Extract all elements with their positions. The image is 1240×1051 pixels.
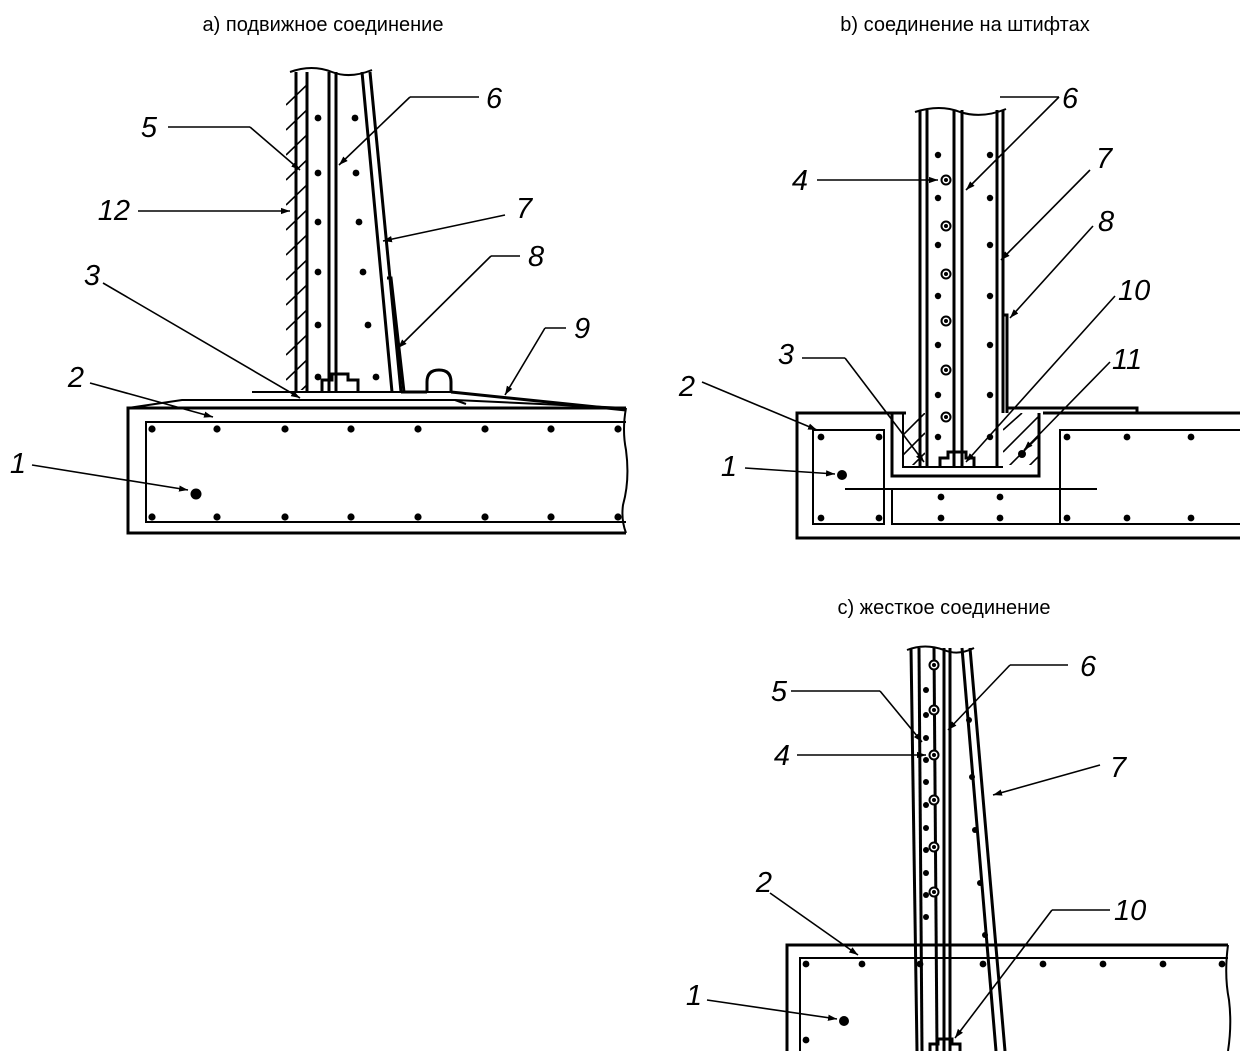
callout-a-1: 1 xyxy=(10,448,26,480)
panel-c-callouts: 5 4 6 7 10 2 1 xyxy=(686,651,1146,1039)
callout-c-6: 6 xyxy=(1080,651,1097,683)
callout-a-9: 9 xyxy=(574,313,590,345)
panel-a-callouts: 5 12 6 7 8 9 3 2 1 xyxy=(10,83,590,492)
panel-b-bars xyxy=(817,433,1195,522)
panel-c-drawing xyxy=(785,645,1232,1051)
callout-c-10: 10 xyxy=(1114,895,1146,927)
callout-b-4: 4 xyxy=(792,165,808,197)
panel-a-bottom-bars xyxy=(148,513,622,521)
callout-a-2: 2 xyxy=(67,362,84,394)
callout-a-7: 7 xyxy=(516,193,534,225)
callout-b-10: 10 xyxy=(1118,275,1150,307)
callout-b-6: 6 xyxy=(1062,83,1079,115)
panel-a-drawing xyxy=(126,67,629,535)
callout-b-1: 1 xyxy=(721,451,737,483)
callout-a-8: 8 xyxy=(528,241,544,273)
panel-a-caption: a) подвижное соединение xyxy=(203,14,444,36)
panel-b-drawing xyxy=(795,107,1240,540)
callout-b-3: 3 xyxy=(778,339,794,371)
panel-c-caption: c) жесткое соединение xyxy=(837,597,1050,619)
callout-c-7: 7 xyxy=(1110,752,1128,784)
panel-b-callouts: 4 6 7 8 10 11 3 2 1 xyxy=(678,83,1150,483)
panel-c-slab-bars xyxy=(802,960,1226,1044)
callout-b-2: 2 xyxy=(678,371,695,403)
callout-b-7: 7 xyxy=(1096,143,1114,175)
callout-a-6: 6 xyxy=(486,83,503,115)
callout-c-4: 4 xyxy=(774,740,790,772)
callout-c-1: 1 xyxy=(686,980,702,1012)
callout-a-12: 12 xyxy=(98,195,130,227)
panel-a-top-bars xyxy=(148,425,622,433)
callout-b-11: 11 xyxy=(1112,344,1142,376)
callout-c-5: 5 xyxy=(771,676,788,708)
callout-a-3: 3 xyxy=(84,260,100,292)
panel-b-wall-bars xyxy=(934,151,994,441)
panel-c-dowels xyxy=(928,659,940,898)
callout-a-5: 5 xyxy=(141,112,158,144)
callout-c-2: 2 xyxy=(755,867,772,899)
callout-b-8: 8 xyxy=(1098,206,1114,238)
panel-c-wall-bars xyxy=(923,687,988,938)
panel-a-wall-bars xyxy=(314,114,380,381)
panel-b-caption: b) соединение на штифтах xyxy=(840,14,1089,36)
panel-b-dowels xyxy=(940,174,952,423)
